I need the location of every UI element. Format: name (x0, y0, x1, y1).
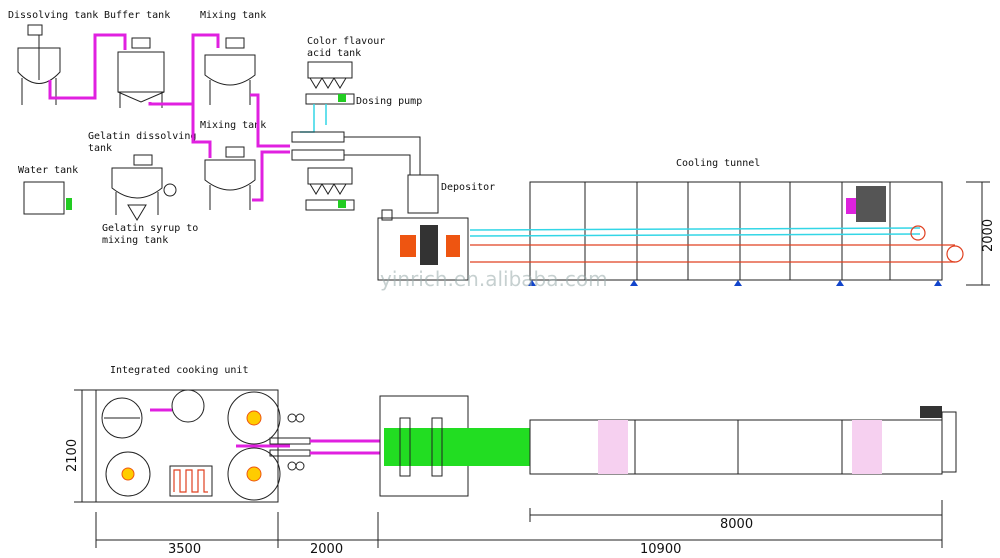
tunnel-length-dimension: 8000 (720, 517, 753, 532)
depositor-label: Depositor (441, 182, 495, 193)
mixing-tank-top-label: Mixing tank (200, 10, 266, 21)
width-2000-dimension: 2000 (310, 542, 343, 557)
width-3500-dimension: 3500 (168, 542, 201, 557)
depositor (377, 174, 469, 281)
mixing-tank-top (204, 37, 256, 105)
integrated-cooking-label: Integrated cooking unit (110, 365, 248, 376)
mixing-tank-bottom (204, 146, 256, 210)
mixing-tank-bottom-label: Mixing tank (200, 120, 266, 131)
dosing-lines (291, 104, 421, 175)
water-tank (23, 181, 72, 215)
syrup-pipes (48, 33, 290, 202)
color-flavour-label-1: Color flavour (307, 36, 385, 47)
color-flavour-tanks (305, 61, 355, 211)
total-length-dimension: 10900 (640, 542, 681, 557)
water-tank-label: Water tank (18, 165, 78, 176)
dissolving-tank (17, 24, 61, 105)
dimension-lines (74, 389, 943, 548)
conveyor-belt-plan (468, 406, 957, 475)
depositor-plan (379, 395, 469, 497)
unit-height-dimension: 2100 (65, 439, 80, 472)
gelatin-dissolving-label-2: tank (88, 143, 112, 154)
gelatin-dissolving-label-1: Gelatin dissolving (88, 131, 196, 142)
gelatin-syrup-label-1: Gelatin syrup to (102, 223, 198, 234)
integrated-cooking-unit (95, 389, 380, 503)
tunnel-height-dimension: 2000 (981, 219, 996, 252)
dissolving-tank-label: Dissolving tank (8, 10, 98, 21)
buffer-tank-label: Buffer tank (104, 10, 170, 21)
cooling-tunnel (469, 181, 990, 286)
gelatin-dissolving-tank (111, 154, 177, 221)
watermark: yinrich.en.alibaba.com (380, 267, 608, 291)
color-flavour-label-2: acid tank (307, 48, 361, 59)
gelatin-syrup-label-2: mixing tank (102, 235, 168, 246)
dosing-pump-label: Dosing pump (356, 96, 422, 107)
cooling-tunnel-label: Cooling tunnel (676, 158, 760, 169)
